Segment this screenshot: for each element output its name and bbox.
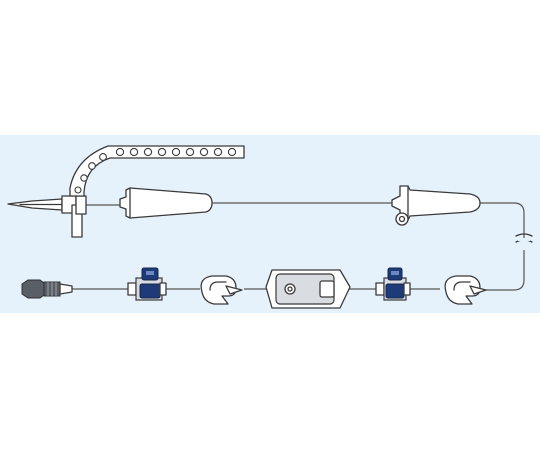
tube-break-icon — [515, 233, 533, 243]
tubing-upper — [84, 202, 525, 238]
spike-icon — [7, 195, 87, 238]
drip-chamber-icon — [119, 187, 213, 219]
luer-connector-icon — [21, 279, 73, 299]
roller-clamp-icon — [127, 267, 167, 301]
pinch-clamp-icon — [200, 275, 243, 305]
tubing-right-lower — [486, 250, 525, 291]
hanger-strip-icon — [69, 145, 245, 197]
roller-clamp-icon — [375, 267, 411, 301]
injection-port-icon — [391, 185, 481, 226]
filter-housing-icon — [265, 269, 351, 309]
pinch-clamp-icon — [444, 275, 487, 305]
